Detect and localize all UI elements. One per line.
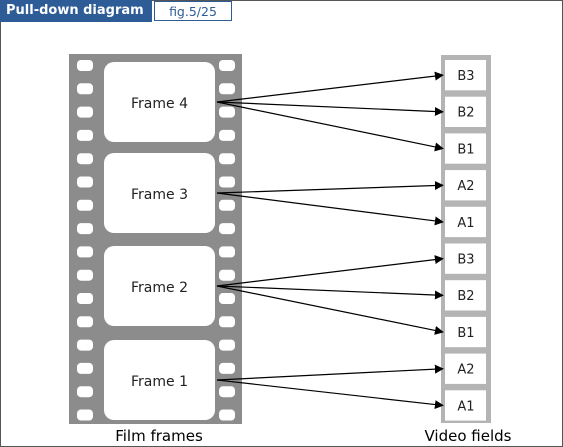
sprocket-hole: [77, 410, 93, 421]
sprocket-hole: [219, 130, 235, 141]
sprocket-hole: [219, 177, 235, 188]
sprocket-hole: [77, 130, 93, 141]
sprocket-hole: [77, 363, 93, 374]
video-field-label: B2: [457, 106, 474, 121]
film-frame-label: Frame 3: [131, 187, 188, 203]
figure-title: Pull-down diagram: [0, 0, 152, 22]
film-frames-caption: Film frames: [115, 427, 203, 445]
sprocket-hole: [77, 386, 93, 397]
film-frame-label: Frame 2: [131, 280, 188, 296]
video-field-label: B3: [457, 253, 474, 268]
sprocket-hole: [77, 107, 93, 118]
pulldown-arrow: [217, 102, 443, 112]
sprocket-hole: [77, 83, 93, 94]
film-frame-label: Frame 4: [131, 96, 188, 112]
video-field-label: B2: [457, 289, 474, 304]
sprocket-hole: [219, 223, 235, 234]
sprocket-hole: [77, 316, 93, 327]
pulldown-arrow: [217, 185, 443, 193]
sprocket-hole: [77, 293, 93, 304]
sprocket-hole: [219, 410, 235, 421]
sprocket-hole: [77, 177, 93, 188]
film-frame-label: Frame 1: [131, 374, 188, 390]
figure-number: fig.5/25: [154, 1, 232, 21]
pulldown-arrow: [217, 380, 443, 405]
pulldown-arrow: [217, 286, 443, 332]
sprocket-hole: [219, 270, 235, 281]
sprocket-hole: [219, 340, 235, 351]
sprocket-hole: [219, 107, 235, 118]
sprocket-hole: [77, 223, 93, 234]
sprocket-hole: [77, 270, 93, 281]
sprocket-hole: [219, 316, 235, 327]
pulldown-arrow: [217, 193, 443, 222]
sprocket-hole: [219, 60, 235, 71]
sprocket-hole: [219, 200, 235, 211]
video-field-label: B1: [457, 142, 474, 157]
sprocket-hole: [219, 246, 235, 257]
video-field-label: A2: [457, 179, 474, 194]
pulldown-arrow: [217, 75, 443, 102]
video-fields-caption: Video fields: [425, 427, 512, 445]
sprocket-hole: [219, 83, 235, 94]
pulldown-arrow: [217, 286, 443, 295]
sprocket-hole: [219, 293, 235, 304]
pulldown-arrow: [217, 259, 443, 286]
sprocket-hole: [77, 153, 93, 164]
video-field-label: B3: [457, 69, 474, 84]
sprocket-hole: [219, 386, 235, 397]
sprocket-hole: [219, 153, 235, 164]
sprocket-hole: [77, 60, 93, 71]
video-field-label: A2: [457, 363, 474, 378]
video-field-label: B1: [457, 326, 474, 341]
pulldown-arrow: [217, 369, 443, 380]
pulldown-arrow: [217, 102, 443, 149]
video-field-label: A1: [457, 399, 474, 414]
sprocket-hole: [77, 246, 93, 257]
video-field-label: A1: [457, 216, 474, 231]
sprocket-hole: [77, 200, 93, 211]
sprocket-hole: [77, 340, 93, 351]
sprocket-hole: [219, 363, 235, 374]
